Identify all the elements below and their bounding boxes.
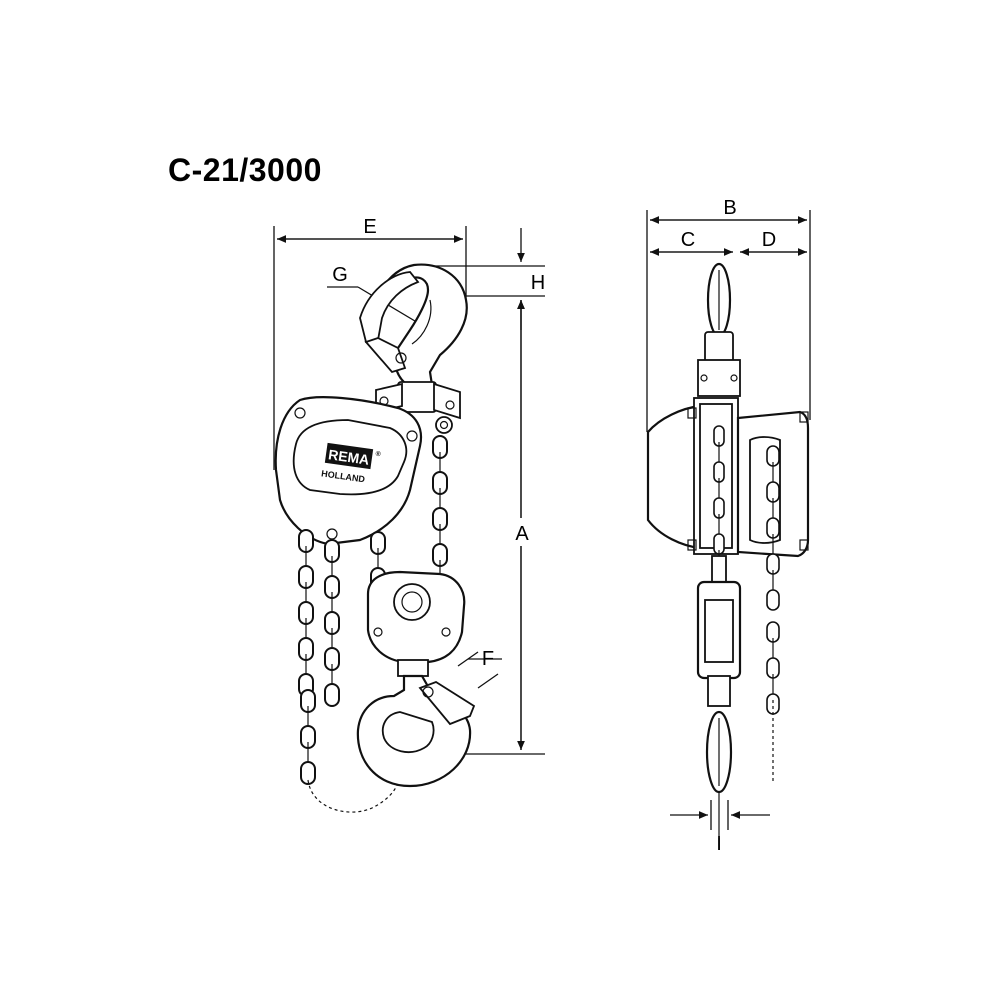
side-bottom-block: [696, 555, 742, 838]
label-e: E: [363, 216, 376, 238]
side-hand-chain-link: [766, 693, 780, 715]
rema-logo: REMA ® HOLLAND: [321, 442, 382, 484]
label-c: C: [681, 229, 695, 251]
label-h: H: [531, 272, 545, 294]
side-housing: [646, 397, 810, 558]
front-view: E G H A F: [273, 216, 545, 813]
top-swivel: [375, 381, 461, 434]
bottom-hook: [356, 674, 476, 788]
hand-chain: [298, 529, 399, 813]
label-b: B: [723, 197, 736, 219]
side-load-chain: [713, 425, 725, 574]
hand-chain-link: [300, 761, 316, 785]
logo-registered: ®: [375, 450, 382, 459]
top-hook: [359, 263, 468, 387]
dimension-b: B: [646, 197, 811, 432]
bottom-block: [366, 570, 466, 677]
label-f: F: [482, 648, 494, 670]
dimension-e: E: [273, 216, 467, 470]
model-title: C-21/3000: [168, 152, 322, 188]
side-hand-chain-link: [766, 589, 780, 611]
dimension-f: F: [457, 648, 502, 689]
hand-chain-link: [324, 683, 340, 707]
load-chain: [432, 435, 448, 586]
logo-brand: REMA: [327, 446, 370, 468]
hoist-housing: REMA ® HOLLAND: [274, 396, 423, 546]
label-d: D: [762, 229, 776, 251]
label-a: A: [515, 523, 529, 545]
label-g: G: [332, 264, 348, 286]
dimension-c-d: C D: [650, 229, 807, 256]
side-view: B C D I: [646, 197, 811, 855]
side-hand-chain: [766, 445, 780, 715]
dimension-i: I: [670, 800, 770, 855]
side-top-hook: [697, 262, 741, 397]
label-i: I: [716, 833, 722, 855]
